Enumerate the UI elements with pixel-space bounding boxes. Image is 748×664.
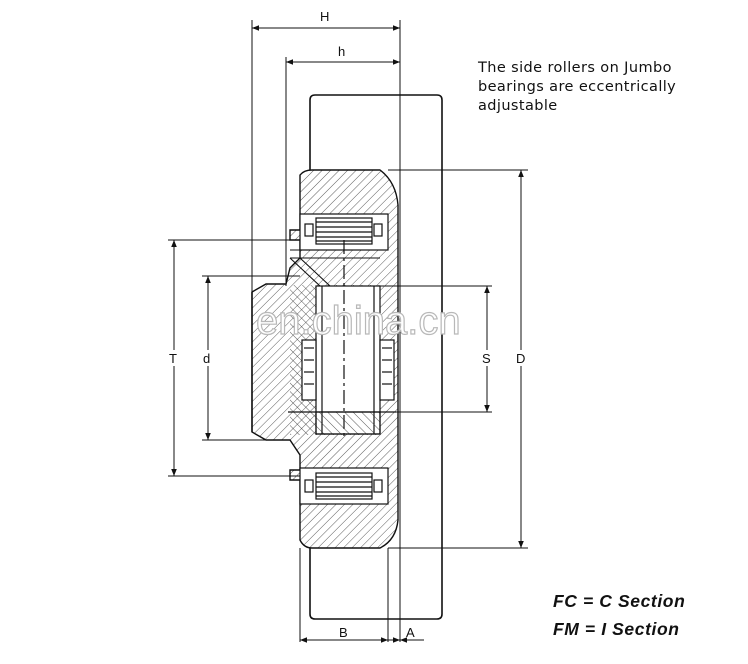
upper-side-roller: [299, 213, 389, 251]
lower-side-roller: [299, 467, 389, 505]
profile-rail: [309, 94, 443, 620]
dim-label-D: D: [516, 351, 525, 366]
dim-label-S: S: [482, 351, 491, 366]
dim-label-d: d: [203, 351, 210, 366]
extension-lines: [168, 20, 528, 642]
note-line-1: The side rollers on Jumbo: [478, 60, 672, 76]
dim-label-h: h: [338, 44, 345, 59]
dim-label-A: A: [406, 625, 415, 640]
note-line-3: adjustable: [478, 98, 558, 114]
dim-label-H: H: [320, 9, 329, 24]
lubrication-channel: [289, 249, 380, 287]
side-roller-note: The side rollers on Jumbo bearings are e…: [478, 59, 700, 116]
section-label-fm: FM = I Section: [553, 619, 680, 639]
dim-label-T: T: [169, 351, 177, 366]
watermark: en.china.cn: [256, 299, 461, 343]
main-roller: [288, 240, 396, 440]
section-label-fc: FC = C Section: [553, 591, 686, 611]
dim-label-B: B: [339, 625, 348, 640]
note-line-2: bearings are eccentrically: [478, 79, 677, 95]
